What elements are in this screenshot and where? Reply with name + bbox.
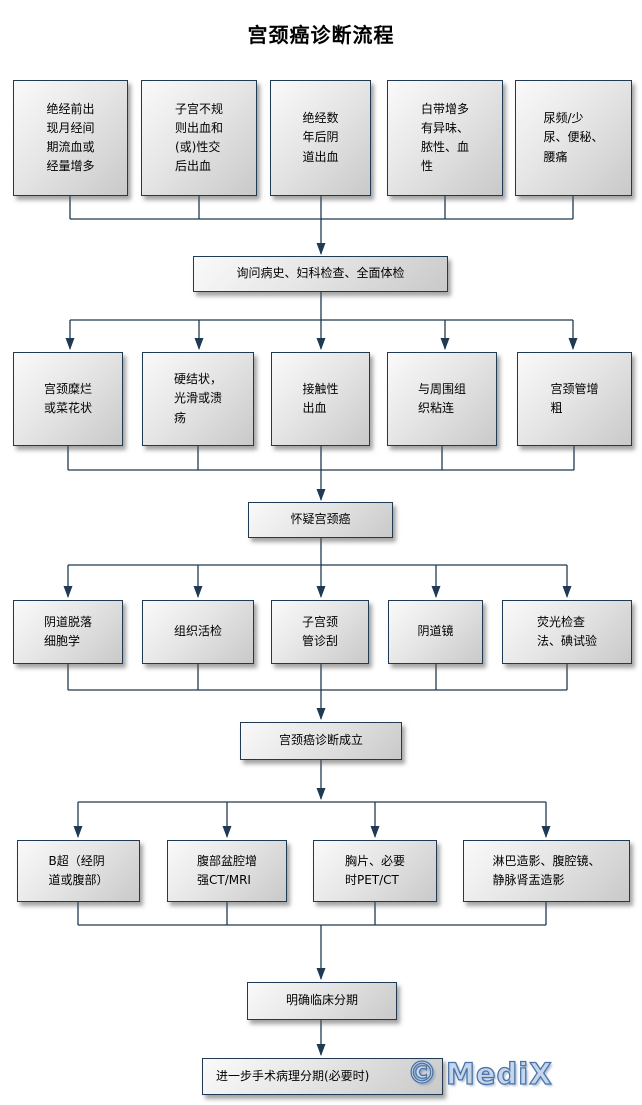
node-symptom-discharge: 白带增多 有异味、 脓性、血 性 xyxy=(387,80,503,196)
node-symptom-menopause-bleeding: 绝经前出 现月经间 期流血或 经量增多 xyxy=(13,80,128,196)
node-test-fluorescence-iodine: 荧光检查 法、碘试验 xyxy=(502,600,632,664)
node-test-cytology: 阴道脱落 细胞学 xyxy=(13,600,123,664)
node-history-exam: 询问病史、妇科检查、全面体检 xyxy=(193,256,448,292)
node-symptom-irregular-bleeding: 子宫不规 则出血和 (或)性交 后出血 xyxy=(141,80,257,196)
node-test-biopsy: 组织活检 xyxy=(142,600,254,664)
medix-watermark: © MediX xyxy=(406,1056,553,1091)
node-diagnosis-established: 宫颈癌诊断成立 xyxy=(240,722,402,760)
medix-logo-text: MediX xyxy=(445,1056,553,1091)
node-sign-contact-bleeding: 接触性 出血 xyxy=(271,352,370,446)
node-symptom-urinary: 尿频/少 尿、便秘、 腰痛 xyxy=(515,80,632,196)
node-imaging-ct-mri: 腹部盆腔增 强CT/MRI xyxy=(167,840,287,902)
node-surgical-staging: 进一步手术病理分期(必要时) xyxy=(202,1058,443,1095)
node-test-curettage: 子宫颈 管诊刮 xyxy=(271,600,369,664)
node-imaging-xray-pet: 胸片、必要 时PET/CT xyxy=(313,840,437,902)
node-test-colposcopy: 阴道镜 xyxy=(388,600,483,664)
node-imaging-lymphography: 淋巴造影、腹腔镜、 静脉肾盂造影 xyxy=(463,840,630,902)
node-symptom-postmenopausal-bleeding: 绝经数 年后阴 道出血 xyxy=(270,80,371,196)
copyright-icon: © xyxy=(406,1056,437,1091)
page-title: 宫颈癌诊断流程 xyxy=(247,23,395,47)
node-sign-cervical-canal: 宫颈管增 粗 xyxy=(517,352,632,446)
node-sign-adhesion: 与周围组 织粘连 xyxy=(387,352,497,446)
node-sign-nodular: 硬结状， 光滑或溃 疡 xyxy=(142,352,254,446)
node-suspect-cervical-cancer: 怀疑宫颈癌 xyxy=(248,502,393,538)
node-sign-erosion: 宫颈糜烂 或菜花状 xyxy=(13,352,123,446)
node-imaging-ultrasound: B超（经阴 道或腹部） xyxy=(17,840,140,902)
node-clinical-staging: 明确临床分期 xyxy=(247,982,397,1020)
